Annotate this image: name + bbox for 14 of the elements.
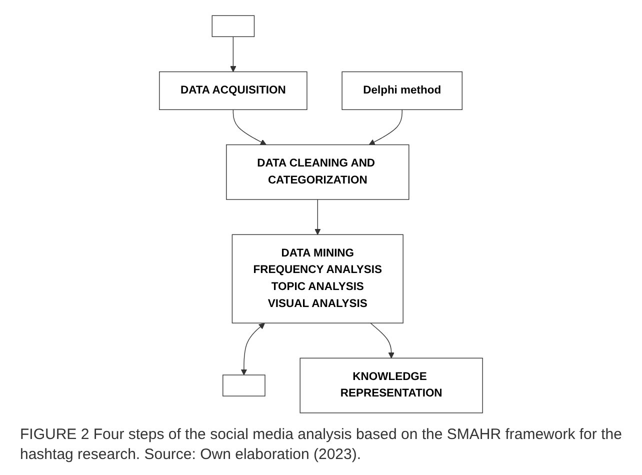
arrow (240, 322, 265, 376)
arrow (368, 109, 402, 146)
arrow (230, 36, 236, 72)
arrow (232, 109, 266, 146)
node-box: DATA MINING FREQUENCY ANALYSIS TOPIC ANALYSIS VISUAL ANALYSIS (232, 234, 404, 324)
node-box: DATA ACQUISITION (159, 71, 308, 110)
node-box: KNOWLEDGE REPRESENTATION (300, 358, 483, 414)
arrow (314, 199, 321, 235)
arrow (370, 322, 394, 358)
node-box (212, 15, 255, 38)
node-box: DATA CLEANING AND CATEGORIZATION (226, 144, 410, 200)
node-box (222, 374, 266, 396)
node-box: Delphi method (342, 71, 462, 110)
figure-caption: FIGURE 2 Four steps of the social media analysis based on the SMAHR framework for the hashtag research. Source: Own elaboration (2023). (20, 424, 622, 465)
